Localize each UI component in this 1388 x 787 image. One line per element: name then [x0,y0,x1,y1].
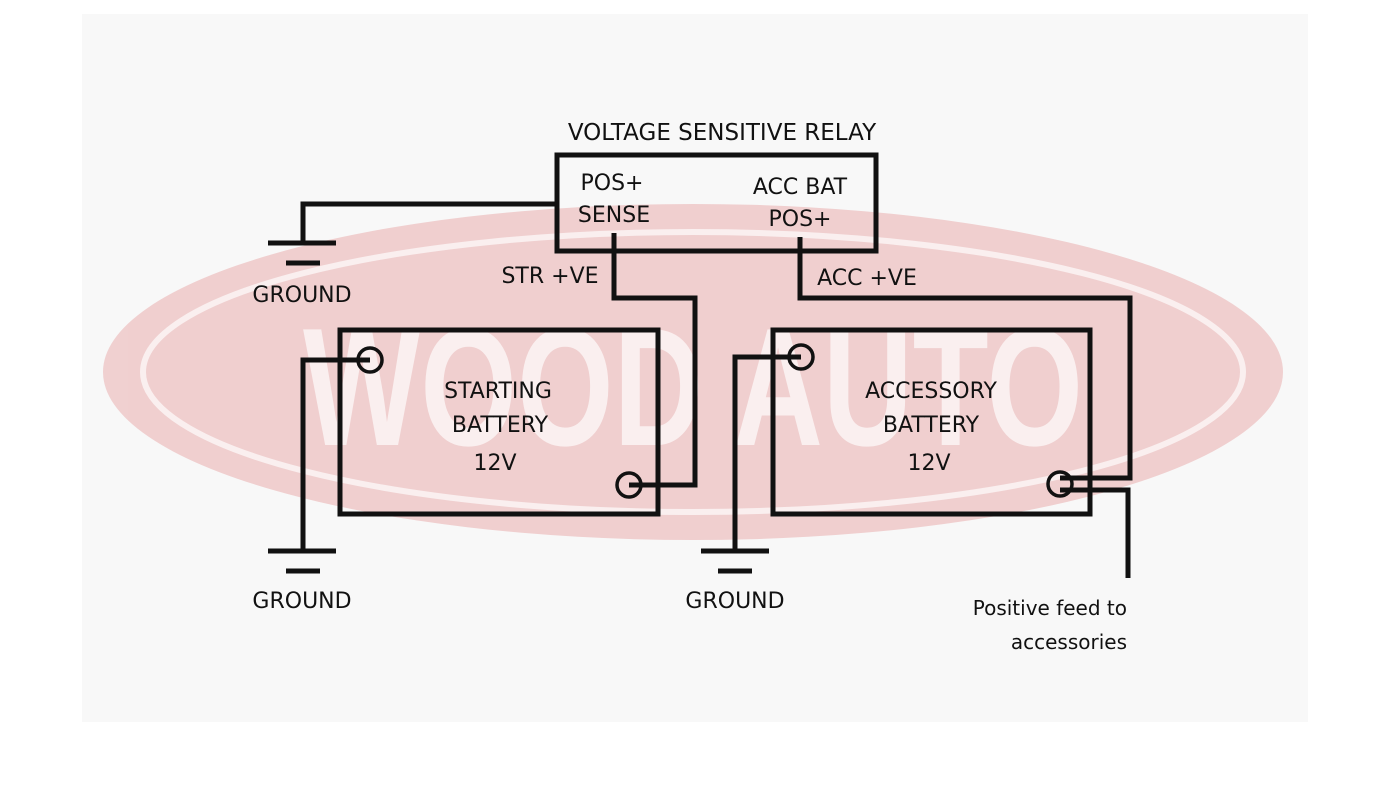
str-pos-wire [611,233,698,488]
ground-symbol-starting [268,548,336,574]
accessory-battery-label-1: ACCESSORY [865,379,997,404]
relay-pos-sense-line2: SENSE [578,203,650,228]
accessory-ground-wire [732,354,801,551]
relay-title: VOLTAGE SENSITIVE RELAY [568,120,877,146]
relay-acc-bat-line1: ACC BAT [753,175,848,200]
starting-ground-wire [300,357,370,551]
accessory-battery-pos-terminal [1046,470,1074,498]
ground-label-starting: GROUND [252,589,351,614]
starting-battery-label-1: STARTING [444,379,552,404]
ground-symbol-accessory [701,548,769,574]
ground-label-accessory: GROUND [685,589,784,614]
relay-ground-wire [300,201,557,243]
wire-label-start: STR +VE [501,264,598,289]
ground-label-relay: GROUND [252,283,351,308]
relay-acc-bat-line2: POS+ [769,207,832,232]
accessory-battery [770,327,1093,517]
relay-pos-sense-line1: POS+ [581,171,644,196]
positive-feed-label-2: accessories [1011,630,1127,654]
accessory-feed-wire [1060,487,1131,578]
accessory-battery-label-3: 12V [907,451,950,476]
acc-pos-wire [797,237,1133,481]
starting-battery-label-3: 12V [473,451,516,476]
positive-feed-label-1: Positive feed to [973,596,1127,620]
wire-label-accessory: ACC +VE [817,266,917,291]
ground-symbol-relay [268,240,336,266]
accessory-battery-label-2: BATTERY [883,413,980,438]
starting-battery-label-2: BATTERY [452,413,549,438]
starting-battery [337,327,661,517]
